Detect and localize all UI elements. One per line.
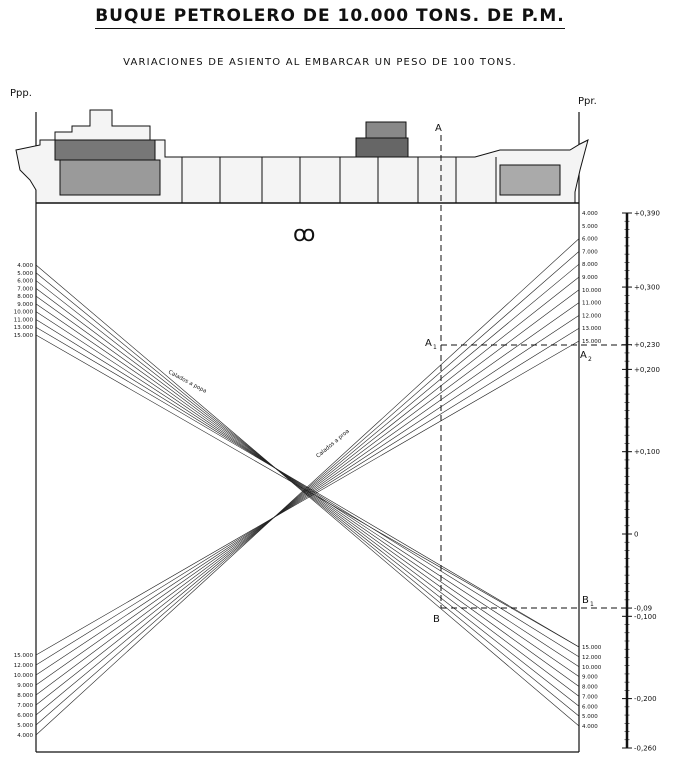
draft-label: 10.000 — [14, 673, 34, 679]
point-b1-label: B 1 — [582, 595, 594, 608]
draft-label: 5.000 — [17, 723, 33, 729]
fwd-draft-line — [35, 327, 580, 666]
fwd-draft-line — [35, 276, 580, 706]
draft-label: 4.000 — [17, 263, 33, 269]
aft-perpendicular-label: Ppp. — [10, 88, 32, 99]
draft-label: 10.000 — [582, 665, 602, 671]
fwd-draft-line — [35, 302, 580, 686]
trim-scale: +0,390 +0,300 +0,230 +0,200 +0,100 0 -0,09-0,1… — [622, 210, 660, 753]
draft-label: 15.000 — [582, 339, 602, 345]
ship-symbol: ꝏ — [293, 222, 315, 247]
svg-text:A: A — [580, 350, 587, 361]
draft-label: 15.000 — [14, 653, 34, 659]
draft-label: 15.000 — [14, 333, 34, 339]
svg-text:A: A — [425, 338, 432, 349]
draft-label: 9.000 — [17, 302, 33, 308]
aft-draft-line — [35, 280, 580, 707]
point-a-label: A — [435, 123, 442, 134]
aft-draft-line — [35, 303, 580, 677]
draft-label: 7.000 — [17, 703, 33, 709]
draft-label: 6.000 — [17, 279, 33, 285]
fwd-draft-line — [35, 289, 580, 696]
scale-tick-label: 0 — [634, 531, 638, 539]
fwd-perpendicular-label: Ppr. — [578, 96, 597, 107]
svg-text:1: 1 — [433, 344, 437, 351]
draft-label: 12.000 — [582, 313, 602, 319]
svg-text:B: B — [582, 595, 589, 606]
draft-label: 6.000 — [582, 237, 598, 243]
right-top-draft-labels: 4.000 5.000 6.000 7.000 8.000 9.000 10.000 11.0… — [582, 211, 602, 345]
svg-text:2: 2 — [588, 356, 592, 363]
draft-label: 7.000 — [17, 286, 33, 292]
draft-label: 9.000 — [582, 275, 598, 281]
fwd-draft-line — [35, 263, 580, 716]
fwd-draft-line — [35, 315, 580, 676]
draft-label: 10.000 — [14, 310, 34, 316]
aft-draft-line — [35, 311, 580, 668]
draft-line-fans — [35, 238, 580, 736]
draft-label: 7.000 — [582, 694, 598, 700]
draft-label: 4.000 — [582, 211, 598, 217]
point-a2-label: A 2 — [580, 350, 592, 363]
scale-tick-label: +0,230 — [634, 341, 660, 349]
draft-label: 11.000 — [14, 317, 34, 323]
scale-tick-label: +0,100 — [634, 448, 660, 456]
fwd-draft-line — [35, 340, 580, 656]
draft-label: 15.000 — [582, 645, 602, 651]
draft-label: 10.000 — [582, 288, 602, 294]
draft-label: 8.000 — [17, 294, 33, 300]
draft-label: 5.000 — [582, 714, 598, 720]
draft-label: 9.000 — [17, 683, 33, 689]
aft-drafts-label: Calados a popa — [167, 369, 207, 394]
draft-label: 7.000 — [582, 249, 598, 255]
draft-label: 4.000 — [582, 724, 598, 730]
draft-label: 9.000 — [582, 675, 598, 681]
draft-label: 6.000 — [17, 713, 33, 719]
draft-label: 11.000 — [582, 301, 602, 307]
scale-tick-label: -0,09 — [634, 605, 652, 613]
scale-tick-label: +0,300 — [634, 284, 660, 292]
draft-label: 8.000 — [17, 693, 33, 699]
draft-label: 8.000 — [582, 685, 598, 691]
draft-label: 5.000 — [17, 271, 33, 277]
scale-tick-label: -0,200 — [634, 695, 657, 703]
scale-tick-label: +0,390 — [634, 210, 660, 218]
draft-label: 6.000 — [582, 704, 598, 710]
left-bottom-draft-labels: 15.000 12.000 10.000 9.000 8.000 7.000 6.000 5.… — [14, 653, 34, 739]
scale-tick-label: -0,260 — [634, 745, 657, 753]
svg-text:1: 1 — [590, 601, 594, 608]
ship-profile — [15, 109, 589, 204]
draft-label: 5.000 — [582, 224, 598, 230]
fwd-draft-line — [35, 238, 580, 736]
aft-draft-line — [35, 272, 580, 717]
draft-label: 4.000 — [17, 733, 33, 739]
title-text: BUQUE PETROLERO DE 10.000 TONS. DE P.M. — [95, 6, 565, 29]
scale-tick-label: -0,100 — [634, 613, 657, 621]
draft-label: 8.000 — [582, 262, 598, 268]
scale-tick-label: +0,200 — [634, 366, 660, 374]
draft-label: 12.000 — [582, 655, 602, 661]
point-b-label: B — [433, 614, 440, 625]
right-bottom-draft-labels: 15.000 12.000 10.000 9.000 8.000 7.000 6.000 5.… — [582, 645, 602, 730]
draft-label: 13.000 — [14, 325, 34, 331]
diagram-subtitle: VARIACIONES DE ASIENTO AL EMBARCAR UN PE… — [123, 57, 517, 68]
point-a1-label: A 1 — [425, 338, 437, 351]
diagram-title: BUQUE PETROLERO DE 10.000 TONS. DE P.M. — [0, 6, 660, 29]
fwd-draft-line — [35, 251, 580, 726]
draft-label: 12.000 — [14, 663, 34, 669]
draft-label: 13.000 — [582, 326, 602, 332]
